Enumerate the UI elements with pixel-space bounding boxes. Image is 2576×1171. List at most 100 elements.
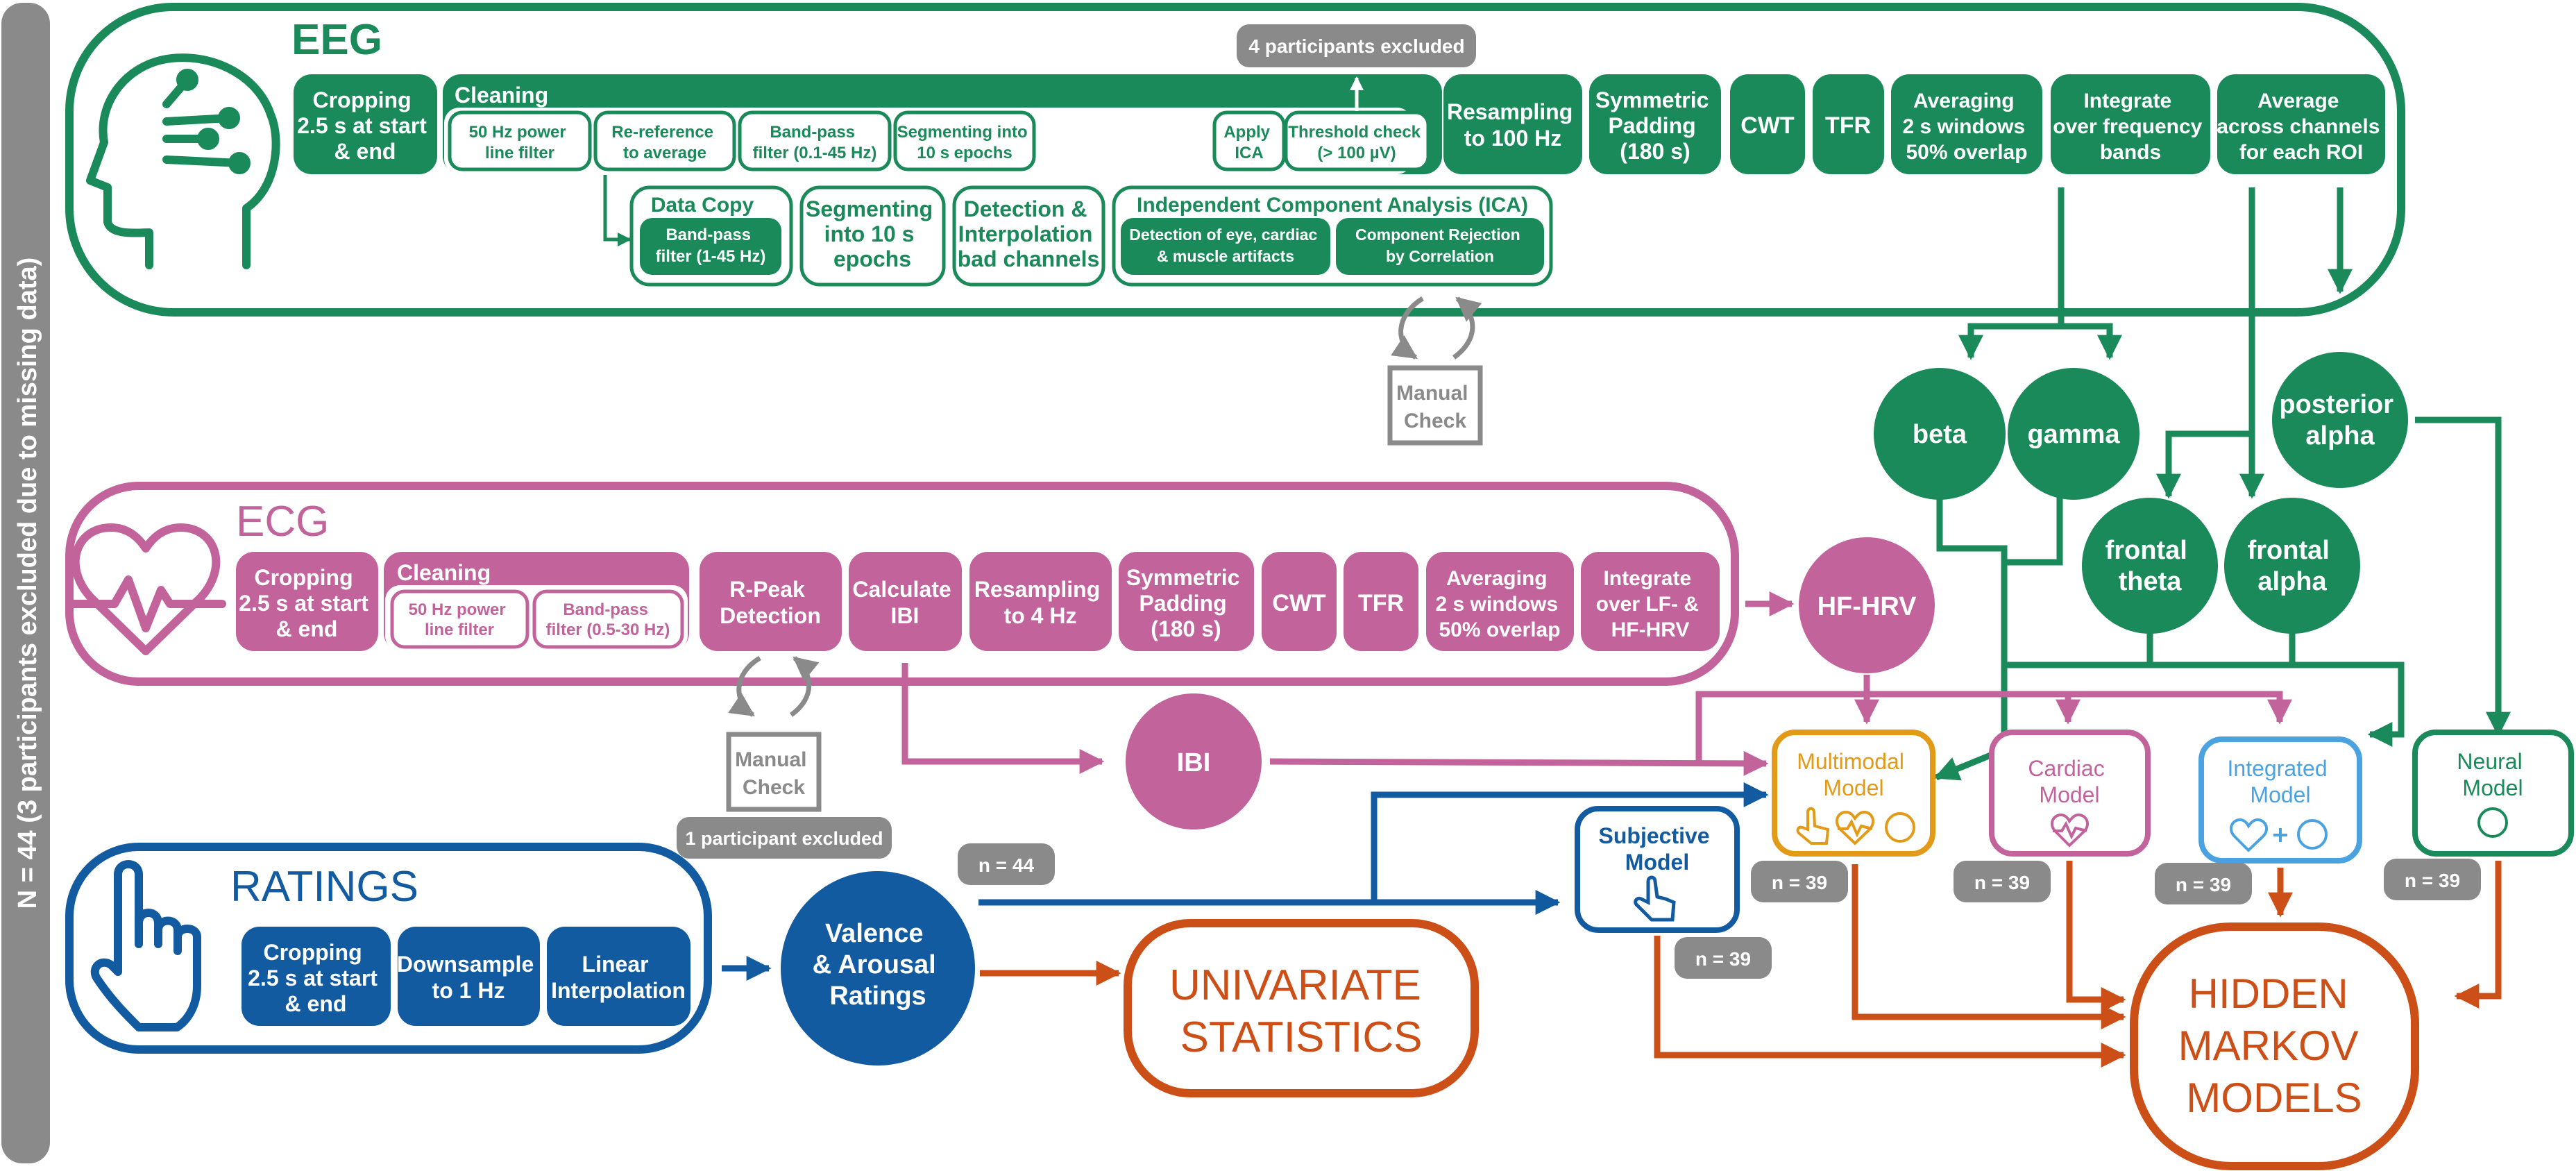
ecg-padding-l2: Padding <box>1139 591 1226 616</box>
posterior-alpha-l1: posterior <box>2279 390 2393 419</box>
ratings-cropping-l2: 2.5 s at start <box>248 966 378 991</box>
cardiac-model-l2: Model <box>2039 782 2099 807</box>
hf-hrv-label: HF-HRV <box>1817 592 1917 621</box>
valence-l1: Valence <box>825 919 924 948</box>
ibi-label: IBI <box>1177 748 1211 777</box>
ecg-integrate <box>1581 552 1720 651</box>
hmm-box <box>2130 923 2419 1170</box>
eeg-padding-l2: Padding <box>1608 113 1695 138</box>
n-multimodal-text: n = 39 <box>1772 872 1827 893</box>
eeg-data-copy-filter-l2: filter (1-45 Hz) <box>656 247 766 266</box>
eeg-integrate-l1: Integrate <box>2083 90 2171 112</box>
ecg-resampling-l2: to 4 Hz <box>1004 603 1077 628</box>
frontal-alpha-l2: alpha <box>2257 567 2327 596</box>
frontal-theta-node <box>2082 498 2218 634</box>
gamma-label: gamma <box>2027 420 2120 449</box>
eeg-tfr <box>1813 74 1884 174</box>
n44-badge <box>958 843 1055 885</box>
eeg-reref <box>593 110 736 171</box>
univariate-l2: STATISTICS <box>1180 1013 1422 1061</box>
ecg-averaging-l2: 2 s windows <box>1435 593 1558 616</box>
valence-node <box>781 871 975 1065</box>
eeg-threshold <box>1284 110 1430 171</box>
multimodal-icons <box>1796 807 1915 845</box>
svg-text:Band-pass filter (1-45 Hz): Band-pass filter (1-45 Hz) <box>656 226 766 266</box>
eeg-segmenting-l1: Segmenting <box>806 196 933 221</box>
svg-text:Resampling to 4 Hz: Resampling to 4 Hz <box>974 577 1106 628</box>
eeg-segmenting-l2: into 10 s <box>824 221 915 246</box>
ecg-resampling <box>969 552 1112 651</box>
eeg-segmenting-small-l2: 10 s epochs <box>917 144 1012 162</box>
pointing-hand-icon <box>90 860 201 1031</box>
svg-text:Cropping 2.5 s at start: Cropping 2.5 s at start & end <box>248 940 384 1016</box>
ratings-title: RATINGS <box>230 863 418 911</box>
eeg-detection-l3: bad channels <box>958 246 1100 271</box>
ecg-cropping-l3: & end <box>276 616 338 641</box>
ratings-interpolation <box>547 927 690 1026</box>
eeg-ica-detect-l2: & muscle artifacts <box>1157 247 1294 265</box>
eeg-cleaning-title: Cleaning <box>455 83 548 108</box>
svg-text:Manual Check: Manual Check <box>735 748 813 799</box>
side-bar <box>1 3 50 1163</box>
eeg-apply-ica-l1: Apply <box>1223 123 1270 142</box>
svg-text:R-Peak Detection: R-Peak Detection <box>720 577 821 628</box>
cardiac-model[interactable] <box>1989 730 2151 857</box>
eeg-averaging-l3: 50% overlap <box>1906 141 2027 164</box>
eeg-title: EEG <box>291 16 382 64</box>
multimodal-model-l2: Model <box>1823 775 1883 800</box>
subjective-model[interactable] <box>1575 806 1740 933</box>
head-circuit-icon <box>1885 812 1915 843</box>
frontal-alpha-node <box>2224 498 2360 634</box>
ecg-bandpass <box>532 589 684 649</box>
ecg-excluded-badge <box>677 817 892 859</box>
svg-text:Neural Model: Neural Model <box>2457 749 2528 800</box>
eeg-cwt-label: CWT <box>1740 112 1795 139</box>
svg-text:Segmenting into 10 s e: Segmenting into 10 s epochs <box>806 196 939 271</box>
frontal-alpha-l1: frontal <box>2248 536 2330 565</box>
eeg-reref-l1: Re-reference <box>611 123 713 142</box>
svg-text:Symmetric Padding (180: Symmetric Padding (180 s) <box>1595 87 1715 164</box>
pointing-hand-icon <box>1634 875 1676 922</box>
eeg-line-filter <box>448 110 592 171</box>
ecg-integrate-l1: Integrate <box>1603 567 1691 590</box>
svg-text:Multimodal Model: Multimodal Model <box>1797 749 1910 800</box>
eeg-detection-l1: Detection & <box>964 196 1087 221</box>
eeg-threshold-l1: Threshold check <box>1288 123 1421 142</box>
eeg-ica-reject-l2: by Correlation <box>1386 247 1494 265</box>
subjective-model-l1: Subjective <box>1599 823 1710 848</box>
eeg-data-copy-title: Data Copy <box>651 194 754 217</box>
svg-text:Symmetric Padding (180: Symmetric Padding (180 s) <box>1126 565 1246 641</box>
eeg-arrow-data-copy <box>603 175 632 246</box>
posterior-alpha-node <box>2272 352 2408 488</box>
eeg-data-copy-filter-l1: Band-pass <box>666 226 751 244</box>
svg-text:frontal theta: frontal theta <box>2105 536 2195 596</box>
ecg-cropping-l2: 2.5 s at start <box>239 591 368 616</box>
heart-pulse-icon <box>2050 813 2090 848</box>
ecg-arrow-ibi <box>901 663 1105 774</box>
svg-text:Downsample to 1 Hz: Downsample to 1 Hz <box>397 952 540 1003</box>
eeg-padding-l1: Symmetric <box>1595 87 1709 112</box>
svg-text:Band-pass filter (0.1-45 H: Band-pass filter (0.1-45 Hz) <box>753 123 877 162</box>
eeg-tfr-label: TFR <box>1825 112 1871 139</box>
eeg-segmenting-small <box>893 110 1036 171</box>
frontal-theta-l1: frontal <box>2105 536 2187 565</box>
eeg-bandpass <box>738 110 892 171</box>
integrated-model[interactable] <box>2198 736 2362 863</box>
svg-text:Cropping 2.5 s at start: Cropping 2.5 s at start & end <box>297 87 433 164</box>
eeg-cropping-line1: Cropping <box>312 87 411 112</box>
ecg-integrate-l2: over LF- & <box>1596 593 1699 616</box>
neural-model[interactable] <box>2412 730 2574 857</box>
n-integrated-text: n = 39 <box>2176 874 2231 895</box>
ecg-model-connectors <box>1269 675 2292 776</box>
eeg-ica-reject <box>1336 218 1544 275</box>
subjective-model-l2: Model <box>1625 850 1689 875</box>
eeg-excluded-badge <box>1237 24 1476 67</box>
heart-pulse-icon <box>2229 818 2269 852</box>
eeg-detection-l2: Interpolation <box>958 221 1093 246</box>
ratings-cropping-l1: Cropping <box>263 940 362 965</box>
eeg-threshold-l2: (> 100 µV) <box>1317 144 1396 162</box>
ratings-cropping-step <box>242 927 391 1026</box>
eeg-arrow-ica-back <box>1187 147 1209 199</box>
svg-text:Integrated Model: Integrated Model <box>2228 756 2334 807</box>
svg-text:Averaging 2 s windows: Averaging 2 s windows 50% overlap <box>1435 567 1564 641</box>
